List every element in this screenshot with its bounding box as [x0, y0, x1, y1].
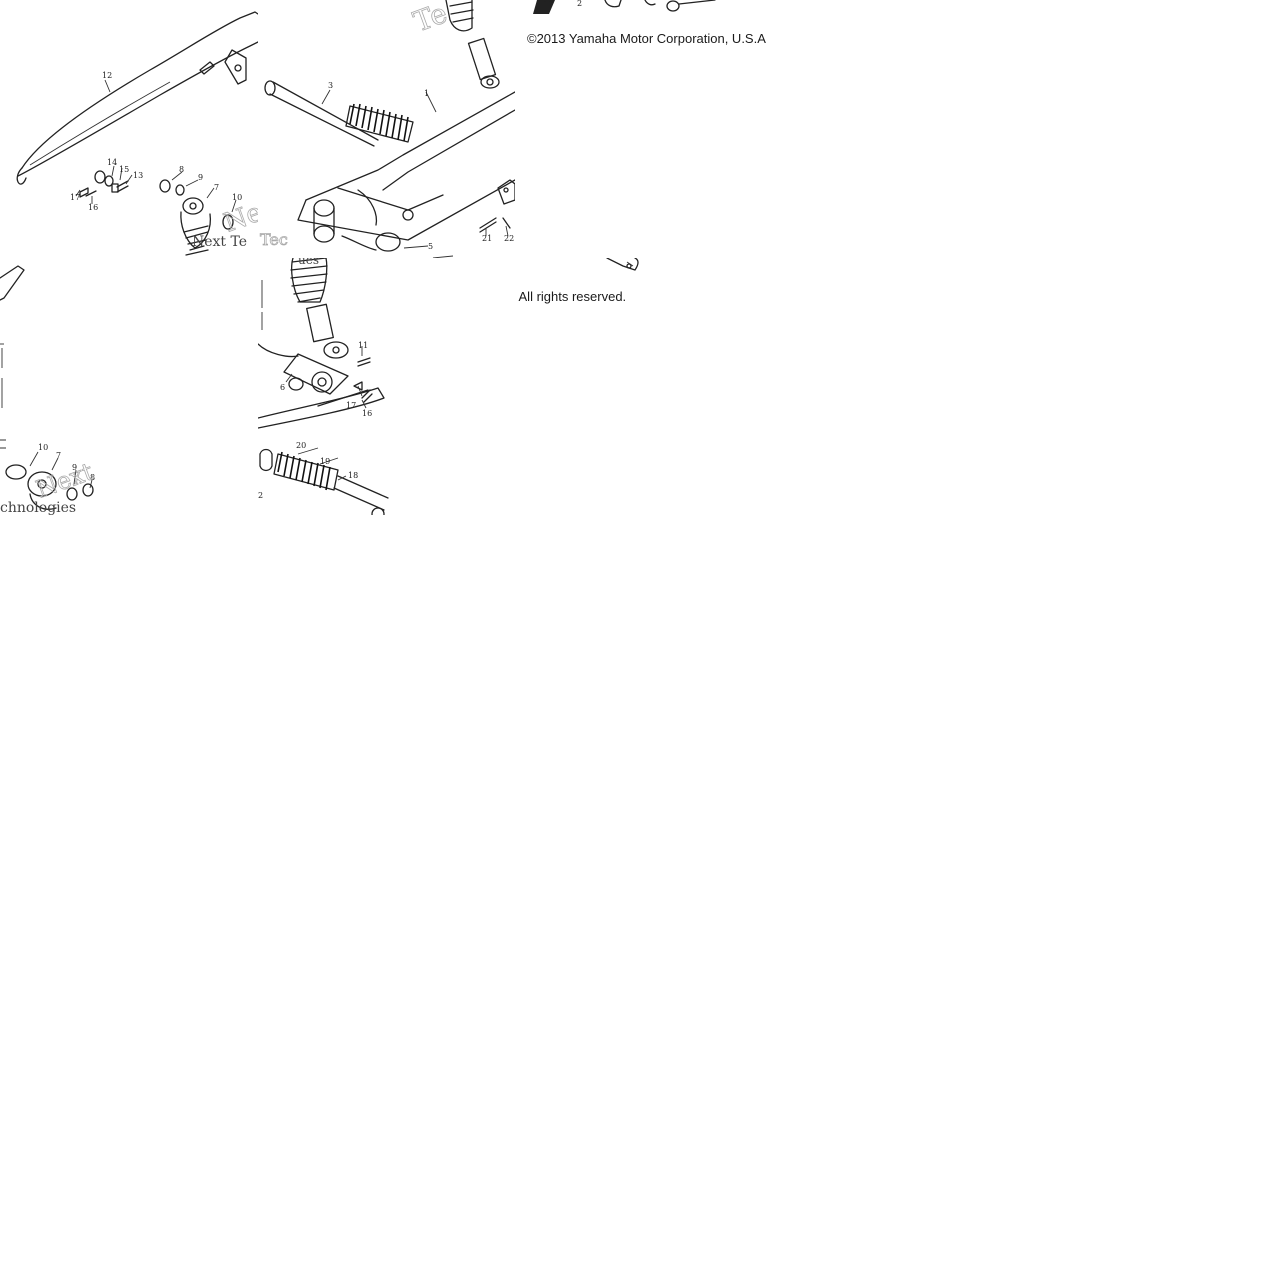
chain-case-lower-edge: [17, 41, 258, 177]
diagram-tile-swingarm: 3 1 5 21 22 Te Tec: [258, 0, 515, 258]
watermark-fragment-next-te: Next Te: [192, 234, 247, 250]
callout-9: 9: [198, 173, 203, 182]
callout-21: 21: [482, 234, 492, 243]
callout-16-lower: 16: [362, 409, 372, 418]
diagram-tile-copyright-top: 2 ©2013 Yamaha Motor Corporation, U.S.A: [515, 0, 773, 258]
pivot-shaft: [264, 80, 379, 147]
callout-9-lower: 9: [72, 463, 77, 472]
bracket-fragment-drawing: [606, 258, 639, 271]
svg-text:2: 2: [577, 0, 582, 8]
watermark-ues: ues: [298, 258, 319, 267]
diagram-tile-shock-footrest: 11 6 17 16 20 19 18 2 ues: [258, 258, 515, 515]
chain-case-outline: [21, 11, 258, 169]
rear-shock-absorber-lower-eye: [0, 439, 94, 510]
callout-17: 17: [70, 193, 80, 202]
callout-8: 8: [179, 165, 184, 174]
callout-11: 11: [358, 341, 368, 350]
callout-7-lower: 7: [56, 451, 61, 460]
callout-12: 12: [102, 71, 112, 80]
chain-case-tail: [16, 167, 27, 185]
footrest-rubber-upper: [345, 103, 414, 143]
swingarm-frame: [297, 91, 515, 252]
swingarm-drawing: 3 1 5 21 22 Te Tec: [260, 0, 515, 258]
small-parts-drawing: 2: [533, 0, 716, 14]
callout-19: 19: [320, 457, 330, 466]
watermark-nex: Next: [32, 457, 97, 503]
watermark-te: Te: [409, 0, 451, 39]
copyright-line-2: . All rights reserved.: [515, 289, 627, 304]
callout-5: 5: [428, 242, 433, 251]
callout-17-lower: 17: [346, 401, 356, 410]
watermark-tec: Tec: [260, 230, 288, 249]
callout-1: 1: [424, 89, 429, 98]
shock-lower-left-drawing: 10 7 9 8 Next chnologies: [0, 265, 98, 515]
callout-8-lower: 8: [90, 473, 95, 482]
chain-case-mount-tab: [224, 49, 247, 85]
callout-16: 16: [88, 203, 98, 212]
rear-shock-absorber-spring: [290, 258, 349, 359]
callout-22: 22: [504, 234, 514, 243]
callout-20: 20: [296, 441, 306, 450]
diagram-tile-chain-case: 12 14 15 13 17 16 8 9 7 10 Next Next Te: [0, 0, 258, 258]
bolt-group-13-17: [79, 170, 129, 198]
shock-footrest-drawing: 11 6 17 16 20 19 18 2 ues: [258, 258, 389, 515]
callout-13: 13: [133, 171, 143, 180]
swingarm-bushing: [283, 353, 349, 395]
callout-10: 10: [232, 193, 242, 202]
callout-6: 6: [280, 383, 285, 392]
callout-3: 3: [328, 81, 333, 90]
diagram-tile-shock-lower-left: 10 7 9 8 Next chnologies: [0, 258, 258, 515]
callout-10-lower: 10: [38, 443, 48, 452]
callout-18: 18: [348, 471, 358, 480]
callout-7: 7: [214, 183, 219, 192]
rear-shock-absorber-upper: [445, 0, 500, 89]
callout-2: 2: [258, 491, 263, 500]
rear-shock-absorber-top: [180, 197, 212, 256]
chain-case-drawing: 12 14 15 13 17 16 8 9 7 10 Next Next Te: [16, 11, 258, 256]
callout-14: 14: [107, 158, 117, 167]
copyright-line-1: ©2013 Yamaha Motor Corporation, U.S.A: [527, 31, 766, 46]
callout-15: 15: [119, 165, 129, 174]
watermark-chnologies: chnologies: [0, 500, 76, 515]
diagram-tile-copyright-bottom: . All rights reserved.: [515, 258, 773, 515]
footrest-rubber-lower: [259, 448, 389, 515]
